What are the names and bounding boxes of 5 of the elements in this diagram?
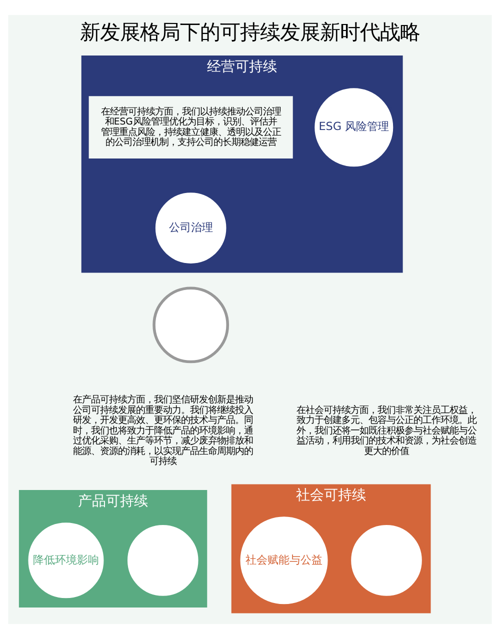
node-label: 在产品可持续方面，我们坚信研发创新是推动公司可持续发展的重要动力。我们将继续投入研发，开发更高效、更环保的技术与产品。同时，我们也将致力于降低产品的环境影响，通过优化采购、生产等环节，减少废弃物排放和能源、资源的消耗，以实现产品生命周期内的可持续 xyxy=(72,394,253,467)
node-circle xyxy=(152,286,230,363)
node-label: 在经营可持续方面，我们以持续推动公司治理和ESG风险管理优化为目标，识别、评估并管理重点风险，持续建立健康、透明以及公正的公司治理机制，支持公司的长期稳健运营 xyxy=(100,106,281,148)
diagram-title: 新发展格局下的可持续发展新时代战略 xyxy=(80,19,420,44)
node-label: 在社会可持续方面，我们非常关注员工权益，致力于创建多元、包容与公正的工作环境。此外，我们还将一如既往积极参与社会赋能与公益活动，利用我们的技术和资源，为社会创造更大的价值 xyxy=(296,404,476,456)
